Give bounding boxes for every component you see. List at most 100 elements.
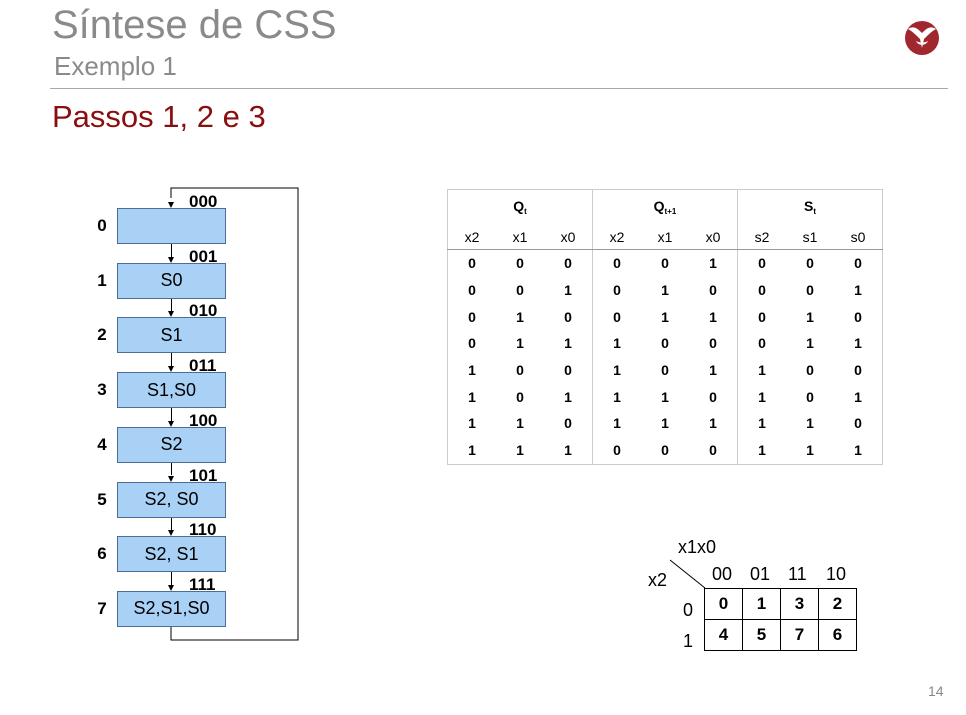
arrow-head-icon: [168, 530, 174, 537]
transition-arrow-line: [171, 462, 172, 476]
kmap-cell: 7: [780, 619, 819, 651]
truth-cell: 0: [661, 362, 669, 379]
kmap-cell: 6: [818, 619, 857, 651]
truth-cell: 1: [496, 436, 544, 465]
state-index: 0: [97, 216, 107, 235]
truth-cell: 1: [544, 276, 593, 304]
kmap-column-header: 10: [826, 564, 847, 584]
state-box: S1,S0: [117, 372, 226, 409]
arrow-head-icon: [168, 256, 174, 263]
state-code: 110: [189, 520, 217, 540]
kmap-row-variable: x2: [648, 570, 668, 590]
truth-cell: 1: [786, 436, 834, 465]
kmap-row-header: 0: [683, 600, 694, 620]
state-code: 010: [189, 301, 218, 321]
truth-cell: 1: [689, 249, 738, 277]
truth-cell: 1: [516, 335, 524, 352]
truth-cell: 1: [806, 415, 814, 432]
group-header-st: St: [737, 189, 883, 224]
truth-cell: 0: [613, 282, 621, 299]
truth-cell: 0: [661, 335, 669, 352]
truth-cell: 0: [834, 249, 883, 277]
state-index: 5: [97, 489, 107, 509]
truth-cell: 1: [661, 388, 669, 405]
truth-cell: 0: [834, 303, 883, 331]
truth-cell: 0: [544, 303, 593, 331]
section-heading: Passos 1, 2 e 3: [52, 99, 266, 134]
truth-cell: 0: [806, 388, 814, 405]
truth-cell: 1: [544, 330, 593, 357]
truth-cell: 0: [689, 330, 738, 357]
state-index: 2: [97, 325, 107, 345]
kmap-cell: 0: [704, 588, 743, 620]
truth-cell: 0: [447, 303, 496, 331]
state-box: S2: [117, 426, 226, 463]
truth-cell: 0: [758, 255, 766, 272]
truth-cell: 0: [516, 362, 524, 379]
truth-cell: 0: [689, 383, 738, 411]
truth-cell: 0: [834, 410, 883, 437]
truth-cell: 1: [544, 436, 593, 465]
truth-cell: 0: [544, 410, 593, 437]
truth-cell: 1: [661, 282, 669, 299]
kmap-column-header: 01: [750, 564, 771, 584]
state-box: [117, 208, 226, 244]
truth-cell: 0: [758, 282, 766, 299]
truth-cell: 1: [447, 436, 496, 465]
transition-arrow-line: [171, 298, 172, 312]
truth-column-header: x2: [447, 224, 496, 250]
truth-column-header: x1: [496, 224, 544, 250]
truth-cell: 1: [834, 383, 883, 411]
state-box: S0: [117, 262, 226, 299]
kmap-cell: 2: [818, 588, 857, 620]
truth-cell: 1: [516, 415, 524, 432]
transition-arrow-line: [171, 353, 172, 367]
arrow-head-icon: [168, 366, 174, 373]
university-logo-icon: [905, 21, 939, 55]
state-index: 4: [97, 434, 107, 454]
arrow-head-icon: [168, 584, 174, 591]
state-box: S2, S0: [117, 481, 226, 518]
truth-cell: 0: [834, 356, 883, 384]
truth-cell: 1: [758, 415, 766, 432]
state-index: 6: [97, 544, 107, 564]
truth-cell: 1: [613, 415, 621, 432]
truth-cell: 1: [661, 415, 669, 432]
truth-cell: 0: [613, 255, 621, 272]
truth-cell: 1: [613, 388, 621, 405]
truth-cell: 1: [447, 356, 496, 384]
state-code: 101: [189, 465, 218, 485]
truth-cell: 0: [641, 436, 689, 465]
truth-cell: 0: [544, 249, 593, 277]
truth-cell: 1: [689, 303, 738, 331]
truth-cell: 0: [447, 330, 496, 357]
truth-cell: 0: [689, 436, 738, 465]
truth-cell: 1: [834, 436, 883, 465]
arrow-head-icon: [168, 202, 174, 208]
truth-cell: 1: [613, 335, 621, 352]
arrow-head-icon: [168, 475, 174, 482]
truth-cell: 1: [834, 276, 883, 304]
truth-cell: 1: [737, 436, 786, 465]
kmap-column-header: 11: [788, 564, 807, 584]
state-box: S2,S1,S0: [117, 590, 226, 627]
truth-column-header: s1: [786, 224, 834, 250]
state-code: 011: [189, 356, 217, 376]
kmap-cell: 4: [704, 619, 743, 651]
truth-cell: 0: [758, 335, 766, 352]
truth-cell: 1: [516, 308, 524, 325]
truth-cell: 0: [516, 255, 524, 272]
state-index: 1: [97, 270, 107, 290]
truth-cell: 0: [516, 388, 524, 405]
truth-cell: 0: [592, 436, 641, 465]
state-code: 100: [189, 410, 218, 430]
slide-title: Síntese de CSS: [52, 3, 337, 47]
